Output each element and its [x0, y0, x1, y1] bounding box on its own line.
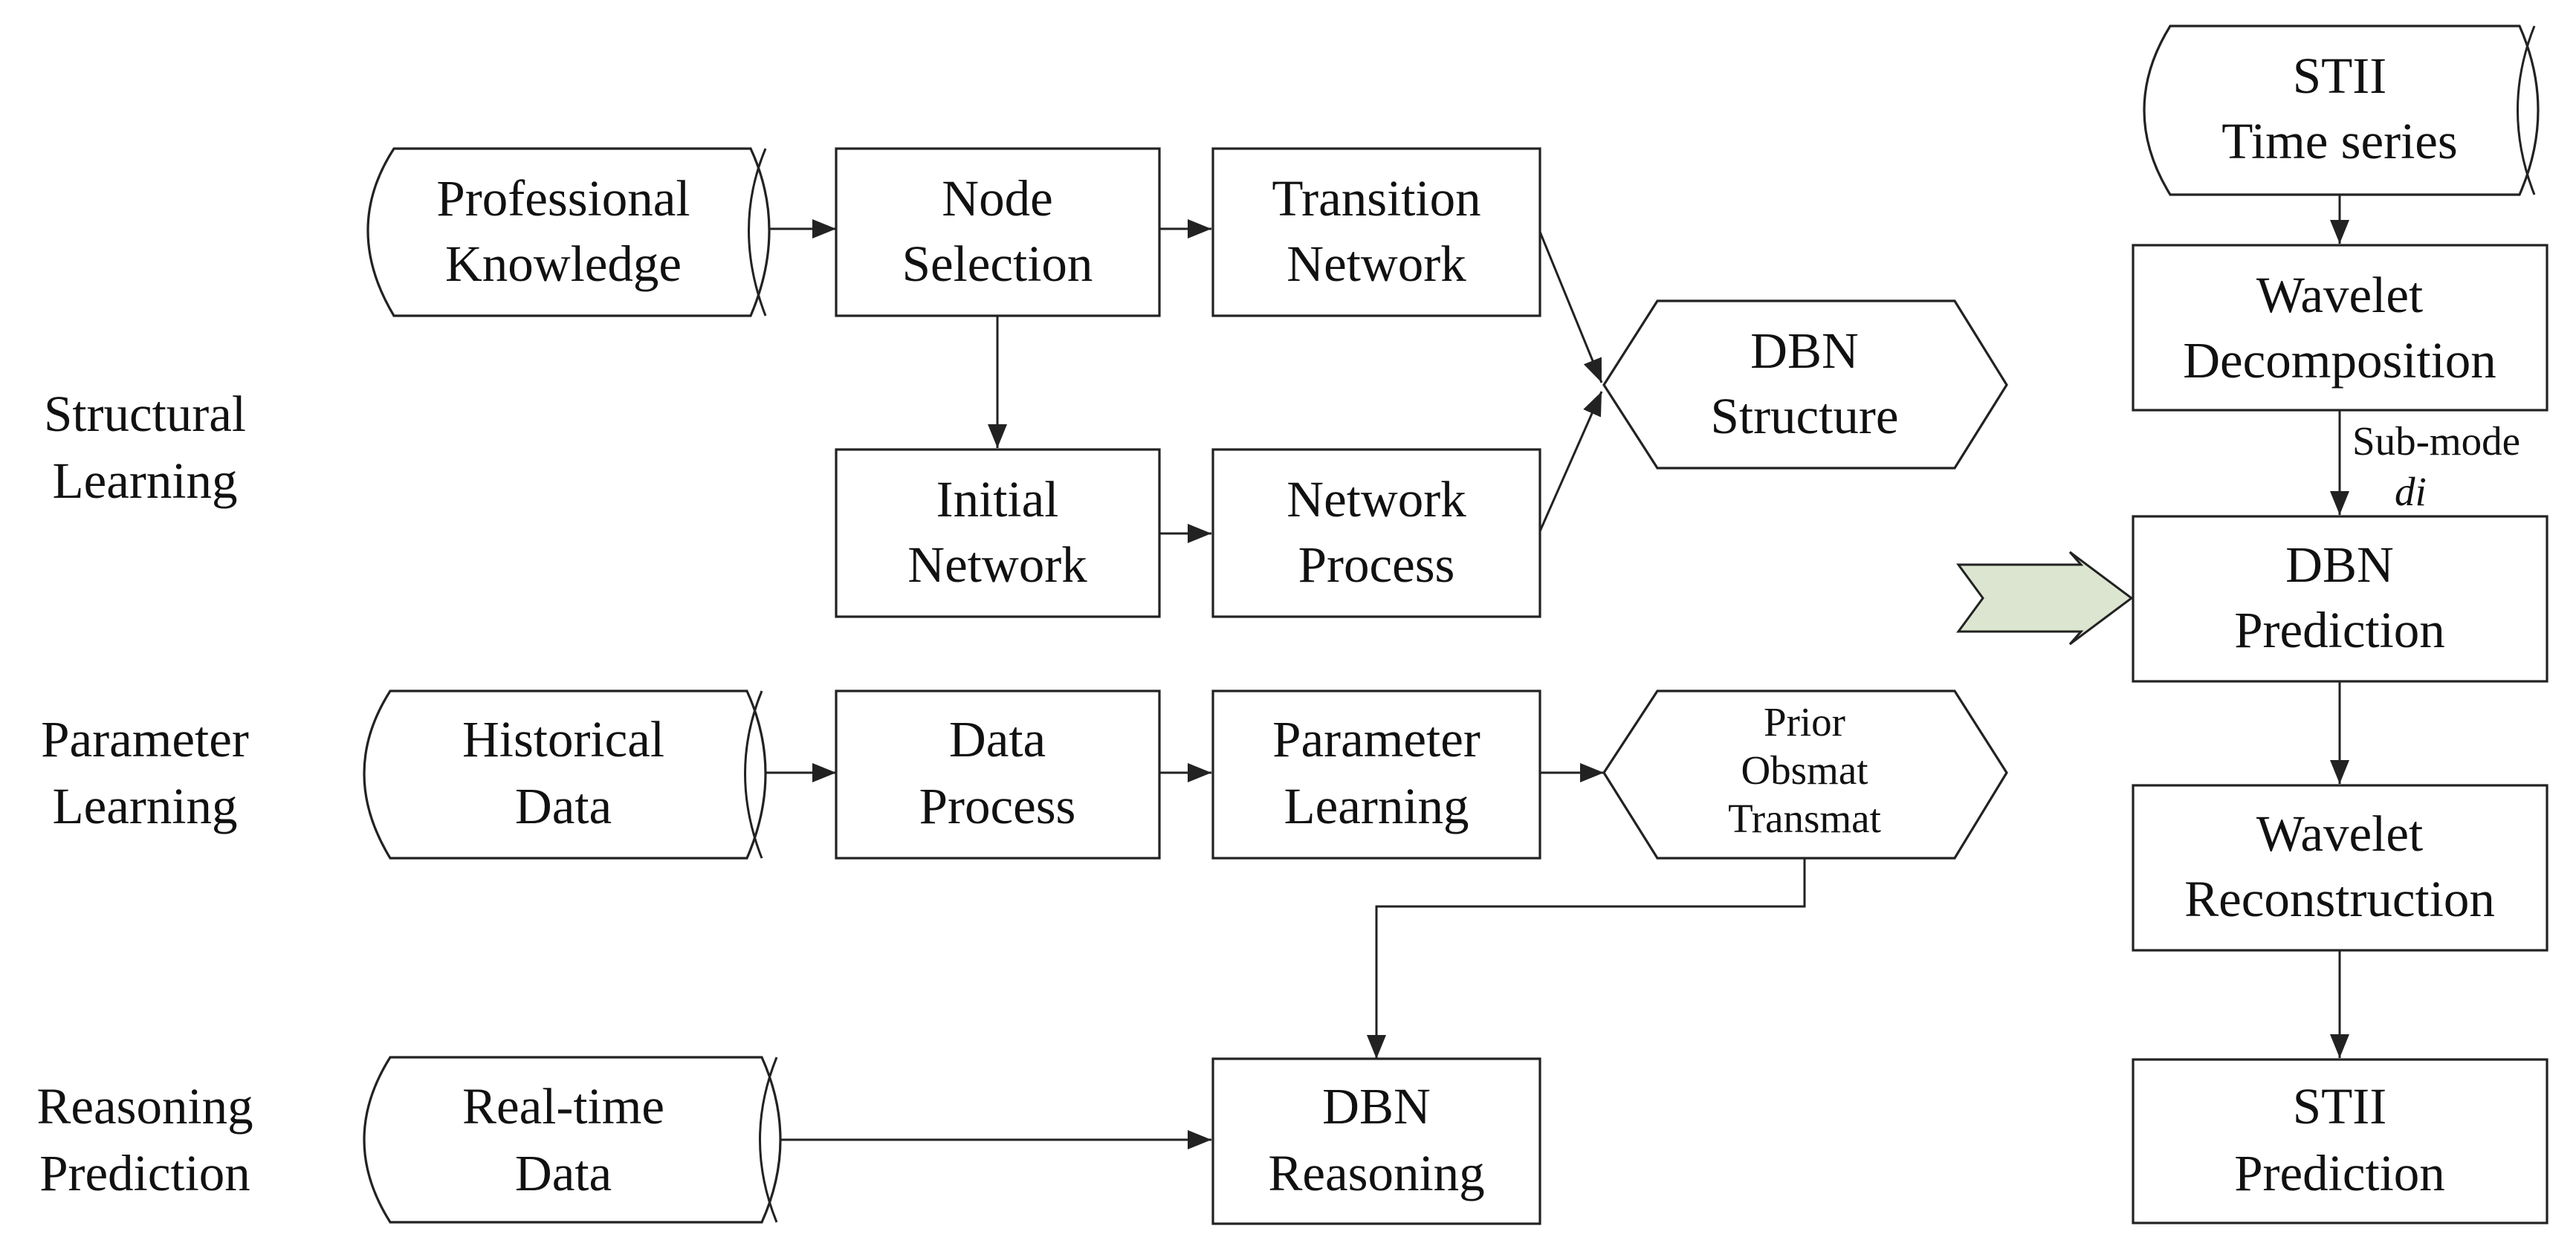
row-label-structural-line2: Learning: [52, 452, 237, 509]
cylinder-shape: [2143, 25, 2540, 196]
node-initial-network: Initial Network: [835, 448, 1161, 618]
cylinder-shape: [363, 689, 767, 860]
node-label-line1: Wavelet: [2256, 805, 2423, 862]
row-label-reasoning-line2: Prediction: [39, 1145, 250, 1201]
node-label-line1: Data: [949, 711, 1046, 768]
node-label-line1: Prior: [1764, 699, 1845, 744]
node-label-line1: Real-time: [462, 1078, 664, 1135]
cylinder-inner-arc: [748, 148, 767, 317]
node-label-line2: Reconstruction: [2184, 871, 2495, 927]
node-label-line1: STII: [2293, 1078, 2386, 1135]
node-wavelet-reconstruction: Wavelet Reconstruction: [2132, 784, 2549, 952]
cylinder-shape: [366, 147, 771, 317]
node-label-line2: Prediction: [2234, 1145, 2445, 1201]
node-stii-time-series: STII Time series: [2143, 25, 2540, 196]
node-label-line2: Data: [515, 778, 612, 834]
process-box: [835, 689, 1161, 860]
node-label-line2: Data: [515, 1145, 612, 1201]
cylinder-inner-arc: [744, 690, 763, 859]
block-arrow-icon: [1956, 551, 2134, 646]
process-box: [1211, 147, 1541, 317]
edge-label-sub-mode: Sub-mode: [2352, 418, 2520, 464]
node-real-time-data: Real-time Data: [363, 1056, 782, 1224]
row-label-reasoning-line1: Reasoning: [36, 1078, 253, 1135]
process-box: [2132, 1058, 2549, 1224]
node-label-line2: Prediction: [2234, 602, 2445, 658]
row-label-structural-learning: Structural Learning: [44, 386, 246, 509]
process-box: [2132, 515, 2549, 683]
node-label-line1: DBN: [1750, 322, 1859, 379]
process-box: [2132, 244, 2549, 412]
node-label-line2: Learning: [1284, 778, 1469, 834]
cylinder-shape: [363, 1056, 782, 1224]
node-data-process: Data Process: [835, 689, 1161, 860]
process-box: [835, 147, 1161, 317]
hexagon-shape: [1602, 689, 2008, 860]
node-label-line2: Obsmat: [1741, 747, 1868, 793]
node-label-line1: STII: [2293, 48, 2386, 104]
node-professional-knowledge: Professional Knowledge: [366, 147, 771, 317]
process-box: [1211, 1057, 1541, 1225]
node-stii-prediction: STII Prediction: [2132, 1058, 2549, 1224]
node-label-line1: DBN: [1322, 1078, 1431, 1135]
edge-label-di: di: [2395, 469, 2427, 514]
node-label-line2: Process: [919, 778, 1076, 834]
node-wavelet-decomposition: Wavelet Decomposition: [2132, 244, 2549, 412]
node-label-line2: Network: [1287, 236, 1466, 292]
node-label-line2: Reasoning: [1268, 1145, 1484, 1201]
node-label-line2: Process: [1298, 536, 1455, 593]
node-label-line1: Transition: [1272, 170, 1480, 227]
cylinder-inner-arc: [759, 1057, 778, 1223]
node-label-line1: Network: [1287, 471, 1466, 528]
node-dbn-structure: DBN Structure: [1602, 299, 2008, 470]
node-historical-data: Historical Data: [363, 689, 767, 860]
arrow-process-to-structure: [1538, 391, 1603, 532]
row-label-parameter-learning: Parameter Learning: [41, 711, 249, 834]
row-label-parameter-line1: Parameter: [41, 711, 249, 768]
node-label-line2: Network: [907, 536, 1087, 593]
node-node-selection: Node Selection: [835, 147, 1161, 317]
node-label-line1: Professional: [436, 170, 690, 227]
node-label-line1: Parameter: [1272, 711, 1480, 768]
arrow-transition-to-structure: [1538, 231, 1603, 383]
cylinder-inner-arc: [2517, 25, 2536, 195]
node-dbn-prediction: DBN Prediction: [2132, 515, 2549, 683]
node-parameter-learning: Parameter Learning: [1211, 689, 1541, 860]
node-label-line2: Knowledge: [445, 236, 682, 292]
node-label-line1: DBN: [2285, 536, 2394, 593]
node-label-line1: Node: [942, 170, 1052, 227]
node-label-line1: Initial: [936, 471, 1059, 528]
process-box: [1211, 689, 1541, 860]
node-label-line2: Decomposition: [2183, 332, 2496, 389]
node-label-line2: Time series: [2221, 113, 2458, 169]
node-label-line3: Transmat: [1728, 796, 1881, 841]
node-prior-obsmat-transmat: Prior Obsmat Transmat: [1602, 689, 2008, 860]
row-label-reasoning-prediction: Reasoning Prediction: [36, 1078, 253, 1201]
node-dbn-reasoning: DBN Reasoning: [1211, 1057, 1541, 1225]
process-box: [835, 448, 1161, 618]
node-label-line2: Structure: [1711, 388, 1899, 444]
node-label-line2: Selection: [902, 236, 1093, 292]
process-box: [2132, 784, 2549, 952]
arrow-prior-to-reasoning: [1367, 858, 1806, 1059]
node-label-line1: Wavelet: [2256, 267, 2423, 323]
node-network-process: Network Process: [1211, 448, 1541, 618]
node-transition-network: Transition Network: [1211, 147, 1541, 317]
row-label-structural-line1: Structural: [44, 386, 246, 442]
hexagon-shape: [1602, 299, 2008, 470]
process-box: [1211, 448, 1541, 618]
node-label-line1: Historical: [462, 711, 664, 768]
row-label-parameter-line2: Learning: [52, 778, 237, 834]
connectors: [766, 195, 2349, 1149]
